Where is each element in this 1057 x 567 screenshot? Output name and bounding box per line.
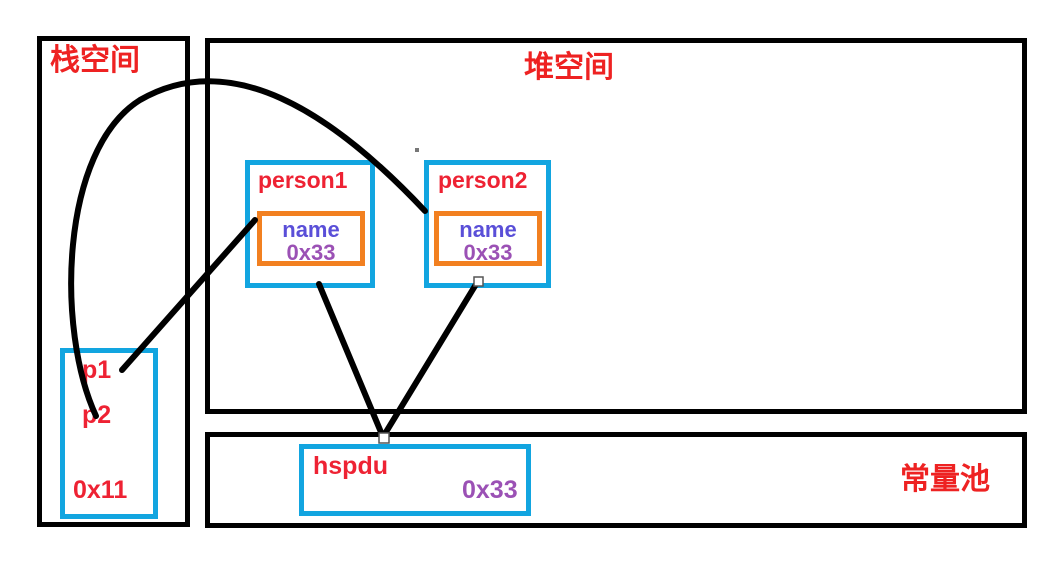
stack-region-label: 栈空间 (50, 44, 140, 77)
person1-title: person1 (258, 167, 348, 193)
stack-frame-value: 0x11 (73, 476, 128, 504)
constant-pool-region-label: 常量池 (900, 463, 990, 496)
pool-entry-address: 0x33 (462, 476, 518, 504)
pool-entry-key: hspdu (313, 452, 388, 480)
person1-field-name: name (282, 217, 340, 242)
stack-var-p1: p1 (82, 356, 112, 384)
person1-field-box: name 0x33 (257, 211, 365, 266)
person2-field-value: 0x33 (463, 240, 513, 266)
pool-entry-box (299, 444, 531, 516)
person2-title: person2 (438, 167, 528, 193)
stray-dot-artifact (415, 148, 419, 152)
person1-field-value: 0x33 (286, 240, 336, 266)
constant-pool-region (205, 432, 1027, 528)
stack-var-p2: p2 (82, 401, 112, 429)
person2-field-box: name 0x33 (434, 211, 542, 266)
heap-region-label: 堆空间 (524, 51, 614, 84)
person2-field-name: name (459, 217, 517, 242)
